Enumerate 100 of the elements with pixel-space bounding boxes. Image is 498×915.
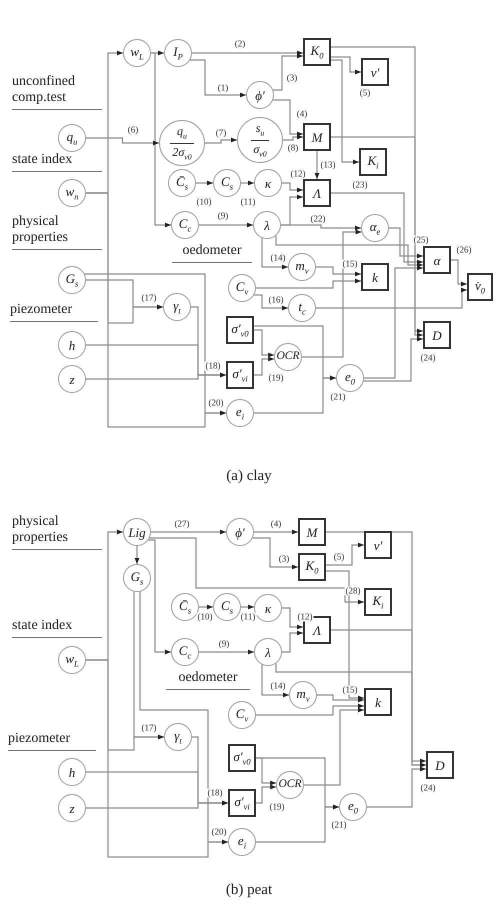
edge-label: (20) xyxy=(210,828,228,836)
output-box xyxy=(298,553,326,581)
edge-label: (26) xyxy=(456,246,472,254)
variable-circle xyxy=(168,169,196,197)
arrow xyxy=(254,329,274,358)
output-box xyxy=(226,316,254,344)
edge-label: (5) xyxy=(358,88,372,98)
arrow xyxy=(331,56,361,74)
arrow xyxy=(241,604,254,610)
edge-label: (18) xyxy=(204,362,222,370)
variable-label: σ′$_{v0}$ xyxy=(231,322,249,338)
arrow xyxy=(326,531,426,764)
variable-label: z xyxy=(69,802,75,814)
arrow xyxy=(316,266,361,276)
arrow xyxy=(256,784,276,804)
arrow xyxy=(150,537,364,604)
variable-label: e$_{i}$ xyxy=(238,834,246,850)
section-label: unconfined comp.test xyxy=(12,74,102,110)
edge-label: (16) xyxy=(268,296,284,304)
edge-label: (21) xyxy=(330,392,346,402)
arrow xyxy=(331,59,359,164)
edge-label: (13) xyxy=(320,160,336,170)
edge-label: (19) xyxy=(268,802,286,812)
variable-label: ν′ xyxy=(374,538,382,552)
arrow xyxy=(261,664,289,698)
edge-label: (20) xyxy=(208,398,224,408)
output-box xyxy=(361,58,389,86)
arrow xyxy=(199,650,254,654)
output-box xyxy=(361,263,389,291)
edge-label: (17) xyxy=(140,294,158,302)
arrow xyxy=(254,530,298,534)
variable-label: 2σ$_{v0}$ xyxy=(170,142,194,162)
variable-circle xyxy=(58,794,86,822)
arrow xyxy=(86,137,159,146)
arrow xyxy=(364,336,423,382)
ratio-circle xyxy=(237,117,283,163)
edge-label: (17) xyxy=(140,724,158,732)
arrow xyxy=(256,804,339,843)
output-box xyxy=(364,588,392,616)
output-box xyxy=(303,38,331,66)
variable-label: λ xyxy=(264,218,270,232)
arrow xyxy=(196,180,213,186)
arrow xyxy=(282,607,303,630)
edge-label: (18) xyxy=(206,788,224,798)
variable-circle xyxy=(58,124,86,152)
variable-label: w$_{L}$ xyxy=(130,44,144,62)
variable-label: k xyxy=(375,696,381,708)
arrow xyxy=(86,800,228,809)
variable-label: v̇$_{0}$ xyxy=(475,278,485,296)
arrow xyxy=(364,266,423,379)
section-label: physical properties xyxy=(12,514,102,550)
arrow xyxy=(281,224,361,230)
variable-label: e$_{0}$ xyxy=(348,798,358,816)
variable-label: h xyxy=(68,766,76,778)
arrow xyxy=(367,766,426,808)
edge-label: (23) xyxy=(352,180,368,190)
variable-label: D xyxy=(435,758,445,772)
variable-circle xyxy=(58,266,86,294)
arrow xyxy=(275,664,426,768)
arrow xyxy=(451,259,467,286)
variable-label: OCR xyxy=(276,351,300,363)
arrow xyxy=(261,238,288,270)
arrow xyxy=(314,151,320,179)
section-label: state index xyxy=(12,152,102,172)
arrow xyxy=(326,570,364,700)
variable-circle xyxy=(226,518,254,546)
variable-circle xyxy=(228,828,256,856)
variable-label: M xyxy=(312,130,322,144)
section-label: physical properties xyxy=(12,214,102,250)
arrow xyxy=(283,134,303,141)
arrow xyxy=(134,546,140,564)
edge-label: (9) xyxy=(218,640,230,648)
variable-circle xyxy=(288,294,316,322)
variable-label: κ xyxy=(264,176,272,190)
edge-label: (14) xyxy=(270,682,286,690)
arrow xyxy=(241,180,254,186)
output-box xyxy=(303,123,331,151)
variable-circle xyxy=(213,593,241,621)
edge-label: (10) xyxy=(196,198,212,206)
variable-label: Lig xyxy=(128,526,146,538)
variable-label: Λ xyxy=(313,624,321,636)
edge-label: (15) xyxy=(342,686,358,694)
variable-circle xyxy=(164,723,192,751)
arrow xyxy=(282,630,303,653)
arrow xyxy=(254,294,288,310)
edge-label: (3) xyxy=(286,74,298,82)
variable-circle xyxy=(276,771,304,799)
variable-label: K$_{i}$ xyxy=(367,154,379,170)
variable-label: σ′$_{vi}$ xyxy=(234,794,250,812)
variable-label: ϕ′ xyxy=(235,526,245,538)
variable-label: e$_{i}$ xyxy=(236,404,244,422)
variable-label: C$_{s}$ xyxy=(221,174,233,192)
variable-label: OCR xyxy=(278,779,302,791)
edge-label: (2) xyxy=(234,40,246,48)
arrow xyxy=(254,356,274,376)
output-box xyxy=(467,273,493,301)
variable-circle xyxy=(361,214,389,242)
edge-label: (12) xyxy=(290,170,306,178)
variable-label: C$_{v}$ xyxy=(236,280,248,296)
variable-label: w$_{n}$ xyxy=(66,184,78,202)
